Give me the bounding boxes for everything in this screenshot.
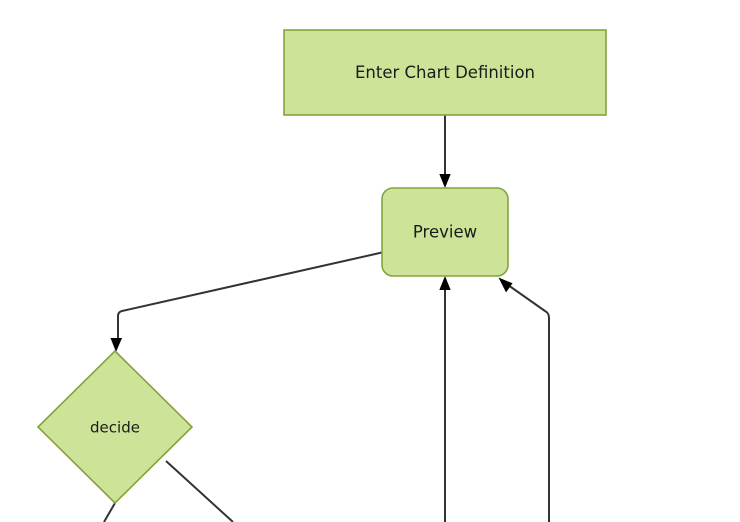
edge-arrowhead (498, 277, 513, 293)
node-shape-rectangle[interactable] (283, 29, 607, 116)
node-enter-chart-definition[interactable]: Enter Chart Definition (283, 29, 607, 116)
edge-return-center-to-preview (439, 276, 451, 522)
edge-line (117, 251, 383, 340)
edge-enter-to-preview (439, 115, 451, 188)
edge-return-right-to-preview (498, 277, 550, 522)
edge-arrowhead (439, 276, 451, 290)
edge-line (507, 284, 550, 522)
edge-arrowhead (439, 174, 451, 188)
edge-preview-to-decide (110, 251, 383, 352)
node-label-enter-chart-definition: Enter Chart Definition (355, 63, 535, 82)
node-label-preview: Preview (413, 223, 477, 242)
node-label-decide: decide (90, 419, 140, 437)
edge-decide-branch-right (165, 460, 234, 522)
edge-decide-branch-left (103, 502, 116, 522)
edge-line (165, 460, 234, 522)
node-preview[interactable]: Preview (381, 187, 509, 277)
node-shape-diamond[interactable] (36, 349, 194, 505)
node-shape-rounded-rectangle[interactable] (381, 187, 509, 277)
edge-arrowhead (110, 338, 122, 352)
node-decide[interactable]: decide (36, 349, 194, 505)
edge-line (103, 502, 116, 522)
